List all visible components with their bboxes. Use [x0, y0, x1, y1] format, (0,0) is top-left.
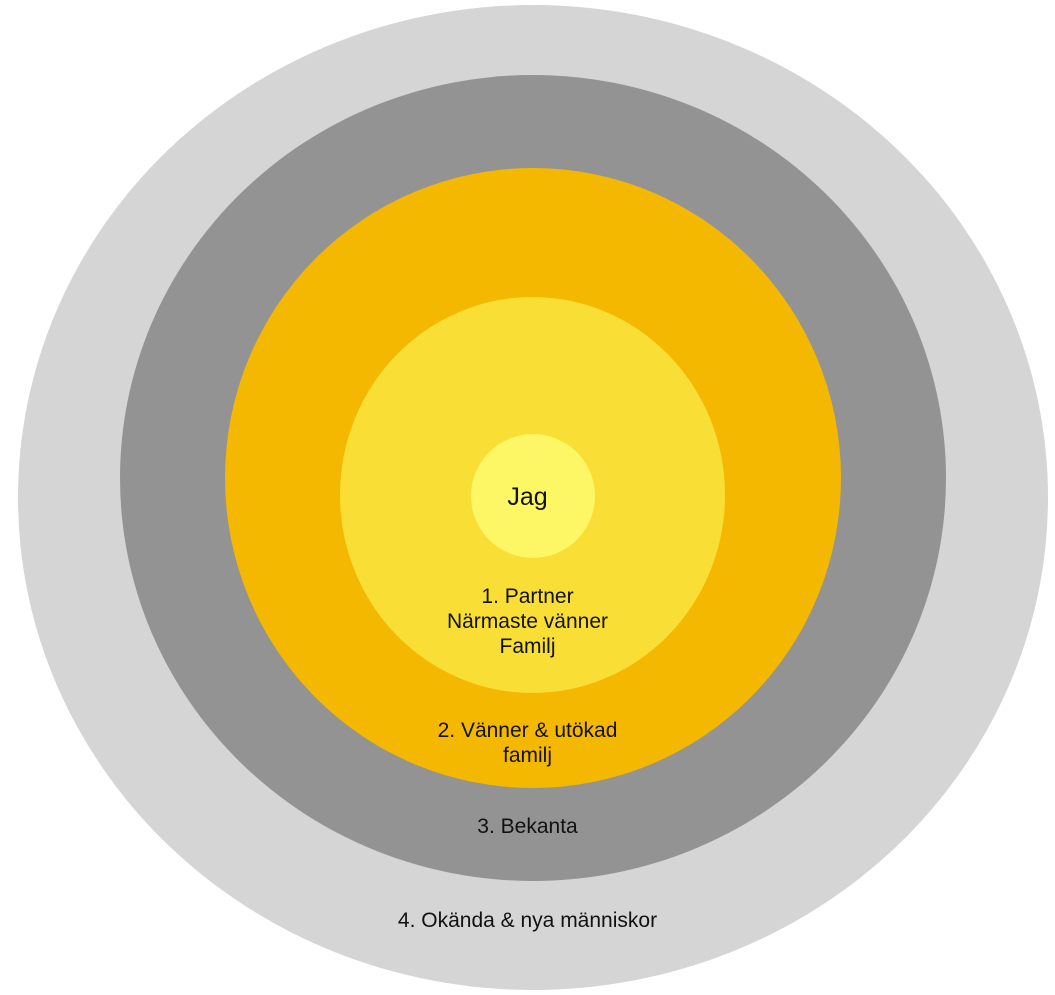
circle-1-label-line: 1. Partner [481, 585, 574, 608]
circle-4-label: 4. Okända & nya människor [0, 908, 1055, 933]
circle-1-label-line: Närmaste vänner [446, 610, 609, 633]
center-circle-self [471, 434, 595, 558]
center-label: Jag [507, 483, 548, 511]
circle-2-label: 2. Vänner & utökad familj [0, 718, 1055, 768]
circle-4-label-line: 4. Okända & nya människor [397, 909, 658, 932]
circle-1-label: 1. Partner Närmaste vänner Familj [0, 584, 1055, 659]
circle-1-label-line: Familj [499, 635, 556, 658]
circle-3-label: 3. Bekanta [0, 814, 1055, 839]
circle-2-label-line: familj [502, 744, 552, 767]
circle-2-label-line: 2. Vänner & utökad [437, 719, 618, 742]
circle-3-label-line: 3. Bekanta [477, 815, 578, 838]
